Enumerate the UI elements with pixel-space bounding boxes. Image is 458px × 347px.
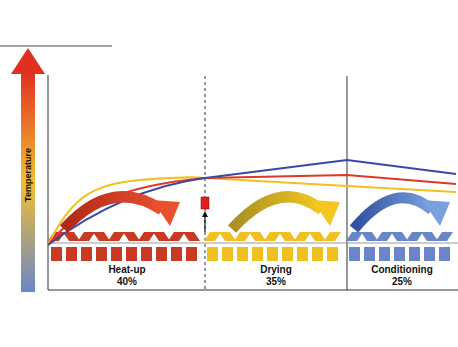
phase-label: Drying35% [206, 263, 346, 289]
product-block [394, 247, 405, 261]
product-block [96, 247, 107, 261]
product-block [66, 247, 77, 261]
product-block [123, 232, 140, 241]
product-block [237, 247, 248, 261]
product-block [234, 232, 251, 241]
product-block [81, 247, 92, 261]
frame-line [0, 46, 112, 47]
product-block [379, 247, 390, 261]
sensor-pointer [202, 211, 208, 217]
product-block [186, 247, 197, 261]
product-block [171, 247, 182, 261]
product-block [406, 232, 423, 241]
product-block [219, 232, 236, 241]
product-block [294, 232, 311, 241]
temperature-curve [48, 178, 456, 246]
product-block [327, 247, 338, 261]
sensor-marker [201, 197, 209, 209]
product-block [391, 232, 408, 241]
product-block [424, 247, 435, 261]
product-block [421, 232, 438, 241]
phase-share: 25% [392, 276, 412, 288]
product-block [409, 247, 420, 261]
product-block [282, 247, 293, 261]
product-block [111, 247, 122, 261]
sensor-pointer [204, 216, 205, 232]
temperature-curve [48, 175, 456, 245]
axis-label: Temperature [23, 148, 33, 202]
product-block [324, 232, 341, 241]
product-block [267, 247, 278, 261]
product-block [108, 232, 125, 241]
belt-line [48, 243, 458, 244]
phase-label: Conditioning25% [348, 263, 456, 289]
product-block [153, 232, 170, 241]
product-block [51, 247, 62, 261]
phase-divider [205, 76, 206, 290]
product-block [183, 232, 200, 241]
phase-name: Drying [260, 264, 292, 276]
product-block [138, 232, 155, 241]
process-arrow [152, 200, 180, 226]
product-block [156, 247, 167, 261]
product-block [204, 232, 221, 241]
product-block [78, 232, 95, 241]
product-block [249, 232, 266, 241]
process-arrow [64, 197, 162, 229]
process-arrow [232, 197, 322, 229]
product-block [439, 247, 450, 261]
product-block [436, 232, 453, 241]
product-block [349, 247, 360, 261]
phase-share: 35% [266, 276, 286, 288]
axis-arrow [21, 72, 35, 292]
product-block [222, 247, 233, 261]
product-block [346, 232, 363, 241]
product-block [264, 232, 281, 241]
process-arrow [354, 198, 432, 229]
temperature-curve [48, 160, 456, 245]
product-blocks [48, 232, 453, 261]
product-block [141, 247, 152, 261]
product-block [126, 247, 137, 261]
product-block [364, 247, 375, 261]
plot-border [48, 75, 49, 290]
product-block [279, 232, 296, 241]
product-block [309, 232, 326, 241]
product-block [297, 247, 308, 261]
product-block [376, 232, 393, 241]
axis-arrowhead [11, 48, 45, 74]
product-block [252, 247, 263, 261]
phase-share: 40% [117, 276, 137, 288]
product-block [207, 247, 218, 261]
product-block [168, 232, 185, 241]
process-arrow [312, 200, 340, 226]
product-block [361, 232, 378, 241]
phase-divider [347, 76, 348, 290]
product-block [93, 232, 110, 241]
process-arrow [422, 200, 450, 226]
product-block [312, 247, 323, 261]
phase-label: Heat-up40% [50, 263, 204, 289]
phase-name: Conditioning [371, 264, 433, 276]
plot-border [48, 290, 458, 291]
phase-name: Heat-up [108, 264, 145, 276]
